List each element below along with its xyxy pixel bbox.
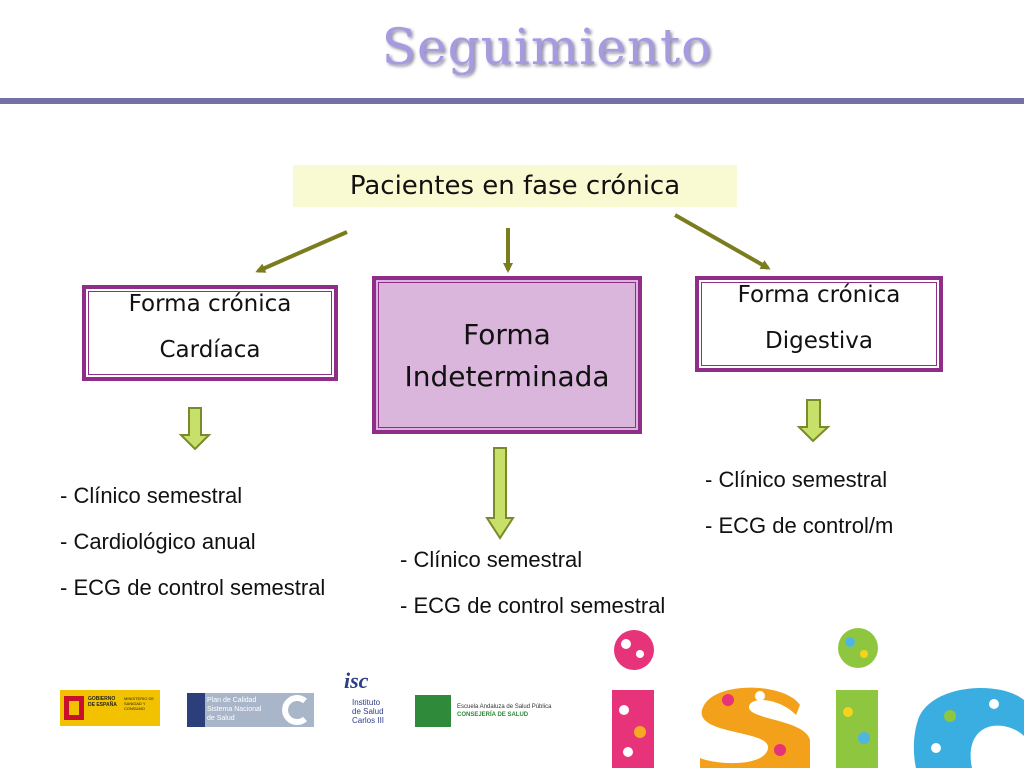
instituto-line1: Instituto <box>352 698 381 707</box>
instituto-mark: isc <box>344 668 369 693</box>
indeterminate-item: - Clínico semestral <box>400 547 583 572</box>
node-cardiac-line1: Forma crónica <box>128 291 292 317</box>
node-cardiac: Forma crónica Cardíaca <box>82 285 338 381</box>
node-digestive-line2: Digestiva <box>765 328 873 354</box>
node-indeterminate: Forma Indeterminada <box>372 276 642 434</box>
block-arrow-indeterminate <box>485 447 515 540</box>
escuela-line2: CONSEJERÍA DE SALUD <box>457 712 529 718</box>
title-underline-rule <box>0 98 1024 104</box>
node-digestive: Forma crónica Digestiva <box>695 276 943 372</box>
digestive-item: - ECG de control/m <box>705 513 894 538</box>
cardiac-item: - Clínico semestral <box>60 483 243 508</box>
plan-line3: de Salud <box>207 715 235 722</box>
ministry-label: MINISTERIO DE SANIDAD Y CONSUMO <box>124 696 155 711</box>
node-indeterminate-line2: Indeterminada <box>404 360 610 393</box>
gobierno-line1: GOBIERNO <box>88 696 116 702</box>
instituto-salud-logo: isc Instituto de Salud Carlos III <box>342 668 394 732</box>
c-mark-icon <box>282 695 307 725</box>
root-node: Pacientes en fase crónica <box>293 165 737 207</box>
escuela-andaluza-logo: Escuela Andaluza de Salud Pública CONSEJ… <box>415 695 560 727</box>
coat-of-arms-icon <box>60 690 160 726</box>
digestive-item: - Clínico semestral <box>705 467 888 492</box>
junta-emblem-icon <box>415 695 451 727</box>
indeterminate-item: - ECG de control semestral <box>400 593 666 618</box>
cardiac-item: - ECG de control semestral <box>60 575 326 600</box>
cardiac-item: - Cardiológico anual <box>60 529 256 554</box>
instituto-line2: de Salud <box>352 707 384 716</box>
root-node-label: Pacientes en fase crónica <box>349 171 681 201</box>
escuela-line1: Escuela Andaluza de Salud Pública <box>457 704 552 710</box>
node-cardiac-line2: Cardíaca <box>159 337 261 363</box>
plan-calidad-logo: Plan de Calidad Sistema Nacional de Salu… <box>187 693 314 727</box>
node-digestive-line1: Forma crónica <box>737 282 901 308</box>
plan-line2: Sistema Nacional <box>207 706 262 713</box>
gobierno-espana-logo: GOBIERNO DE ESPAÑA MINISTERIO DE SANIDAD… <box>60 690 160 726</box>
node-indeterminate-line1: Forma <box>463 318 551 351</box>
slide-title: Seguimiento <box>381 18 713 76</box>
block-arrow-digestive <box>796 399 831 443</box>
instituto-line3: Carlos III <box>352 716 385 725</box>
isic-brand-mark: isic <box>600 620 1024 768</box>
gobierno-line2: DE ESPAÑA <box>88 702 117 708</box>
block-arrow-cardiac <box>178 407 212 451</box>
connector-arrow-cardiac <box>255 230 348 273</box>
plan-line1: Plan de Calidad <box>207 697 257 704</box>
isic-mark-label: isic <box>600 620 602 621</box>
connector-arrow-digestive <box>674 213 771 270</box>
